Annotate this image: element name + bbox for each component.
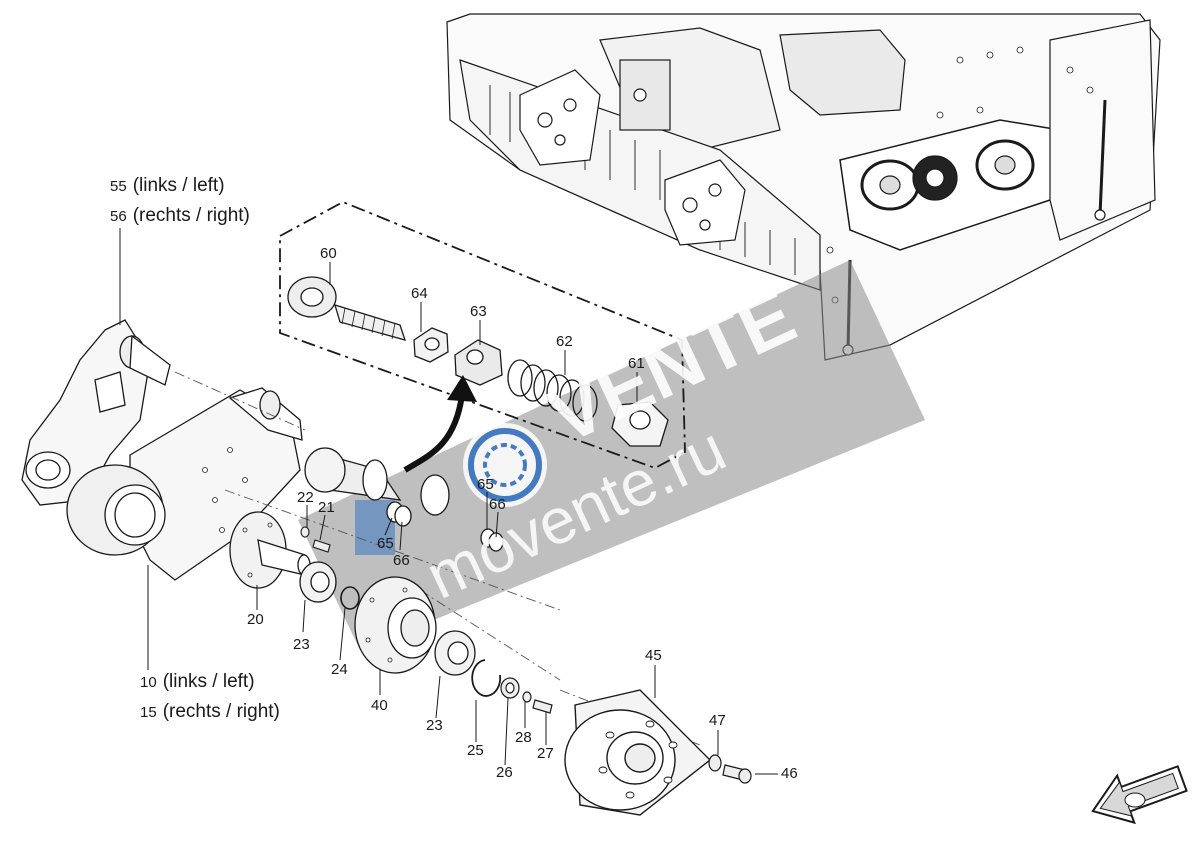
part-10-15-bracket (66, 387, 303, 581)
part-number-56: 56 (110, 208, 127, 225)
part-26-27-28-fasteners (500, 677, 553, 714)
part-label-21: 21 (318, 499, 335, 516)
spring-cylinder (304, 447, 504, 552)
part-label-23-a: 23 (293, 636, 310, 653)
part-label-65-right: 65 (477, 476, 494, 493)
part-number-15: 15 (140, 704, 157, 721)
part-label-46: 46 (781, 765, 798, 782)
watermark (298, 260, 925, 650)
part-label-24: 24 (331, 661, 348, 678)
part-label-22: 22 (297, 489, 314, 506)
detail-group-box (279, 201, 686, 469)
part-23-bearing-b (434, 630, 476, 676)
label-10-left: 10 (links / left) (140, 671, 255, 693)
side-left-text: (links / left) (132, 175, 225, 196)
part-label-28: 28 (515, 729, 532, 746)
part-label-60: 60 (320, 245, 337, 262)
part-label-45: 45 (645, 647, 662, 664)
part-45-drum (564, 689, 712, 816)
part-55-56-bracket (21, 319, 171, 506)
part-label-47: 47 (709, 712, 726, 729)
label-55-left: 55 (links / left) (110, 175, 225, 197)
part-label-26: 26 (496, 764, 513, 781)
leader-lines (119, 228, 778, 775)
part-21-22-bolts (300, 526, 331, 553)
label-56-right: 56 (rechts / right) (110, 205, 250, 227)
part-label-66-left: 66 (393, 552, 410, 569)
part-63-hex-block (454, 339, 503, 386)
part-61-cap (611, 401, 669, 447)
part-64-nut (413, 327, 449, 363)
part-24-ring (340, 586, 360, 610)
part-46-47-bolt-washer (708, 754, 752, 784)
part-label-27: 27 (537, 745, 554, 762)
direction-arrow-icon (1091, 765, 1188, 825)
side-left-text: (links / left) (162, 671, 255, 692)
part-23-bearing-a (299, 561, 337, 603)
side-right-text: (rechts / right) (162, 701, 280, 722)
part-number-55: 55 (110, 178, 127, 195)
part-62-spring (507, 359, 598, 422)
part-40-hub (354, 576, 437, 674)
part-25-circlip (471, 659, 502, 697)
assembly-arrow (403, 394, 465, 473)
part-label-64: 64 (411, 285, 428, 302)
part-60-eye-bolt (287, 276, 407, 341)
part-label-65-left: 65 (377, 535, 394, 552)
part-label-25: 25 (467, 742, 484, 759)
part-label-63: 63 (470, 303, 487, 320)
side-right-text: (rechts / right) (132, 205, 250, 226)
part-number-10: 10 (140, 674, 157, 691)
part-label-40: 40 (371, 697, 388, 714)
label-15-right: 15 (rechts / right) (140, 701, 280, 723)
watermark-band (298, 260, 925, 650)
part-label-61: 61 (628, 355, 645, 372)
part-label-23-b: 23 (426, 717, 443, 734)
machine-frame (446, 13, 1161, 361)
part-label-62: 62 (556, 333, 573, 350)
part-label-20: 20 (247, 611, 264, 628)
part-label-66-right: 66 (489, 496, 506, 513)
part-20-flange-shaft (229, 511, 311, 589)
